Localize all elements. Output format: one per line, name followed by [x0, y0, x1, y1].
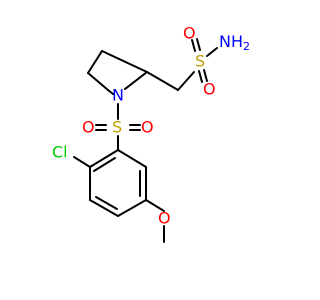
bond-ring-c2-c3 — [101, 50, 148, 73]
bond-ring-n-c2 — [124, 71, 148, 90]
atom-nh2-subscript: 2 — [243, 40, 250, 53]
bond-s-top-o-right-b — [203, 69, 208, 82]
atom-s-mid: S — [112, 118, 122, 137]
atom-o-mid-left: O — [82, 118, 95, 137]
bond-s-top-o-left-a — [191, 39, 196, 52]
bond-s-top-o-left-b — [196, 38, 201, 51]
bond-ar-c1-c2 — [89, 149, 119, 168]
atom-o-mid-right: O — [141, 118, 154, 137]
atom-s-top: S — [195, 52, 205, 71]
bond-ring-c4-c5 — [87, 72, 109, 91]
bond-s-top-o-right-a — [198, 70, 203, 83]
atom-cl: Cl — [52, 143, 68, 162]
molecule-structure: NH2 S O O N S O O Cl O — [52, 24, 250, 243]
bond-c2-ch2 — [146, 71, 179, 91]
bond-ar-c4-c5 — [117, 199, 147, 217]
bond-ch2-s-top — [177, 71, 195, 91]
bond-ar-o-methoxy — [145, 199, 165, 212]
bond-ar-c1-c2-inner — [93, 157, 116, 172]
atom-o-top-right: O — [203, 80, 216, 99]
bond-ar-c3-c4 — [89, 199, 119, 217]
bond-ar-c6-c1 — [117, 149, 147, 168]
atom-o-top-left: O — [183, 24, 196, 43]
bond-ar-cl — [73, 156, 91, 168]
bond-ring-c5-n — [107, 89, 114, 95]
atom-n-ring: N — [112, 86, 124, 105]
bond-s-top-nh2 — [206, 47, 218, 57]
atom-nh2: NH2 — [219, 32, 250, 54]
bond-ring-c3-c4 — [87, 50, 103, 74]
atom-o-methoxy: O — [158, 209, 171, 228]
bond-ar-c3-c4-inner — [95, 196, 118, 210]
